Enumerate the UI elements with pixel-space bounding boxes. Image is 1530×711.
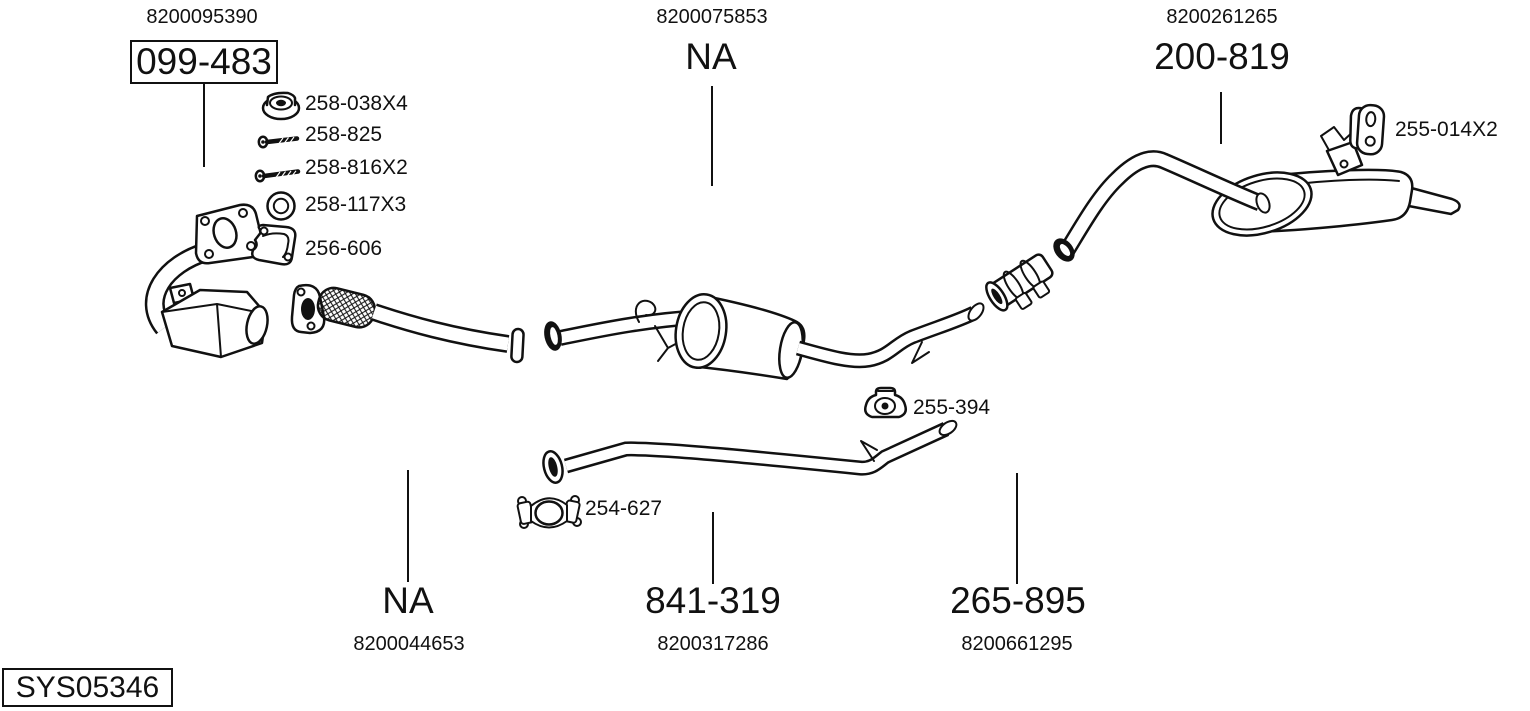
system-code-box: SYS05346 bbox=[2, 668, 173, 707]
oe-number-lower-right: 8200661295 bbox=[961, 633, 1073, 655]
hardware-ref-flange-gasket: 256-606 bbox=[305, 237, 383, 260]
clamp-joint-drawing bbox=[985, 253, 1054, 312]
part-ref-lower-left: NA bbox=[382, 580, 434, 621]
oe-number-lower-left: 8200044653 bbox=[353, 633, 465, 655]
part-ref-front: 099-483 bbox=[136, 41, 272, 82]
hardware-ref-bolt-long: 258-816X2 bbox=[305, 156, 408, 179]
front-pipe-catalyst-drawing bbox=[144, 203, 525, 364]
mounting-ref-hanger: 255-014X2 bbox=[1395, 118, 1498, 141]
part-ref-lower-right: 265-895 bbox=[950, 580, 1086, 621]
part-ref-lower-center: 841-319 bbox=[645, 580, 781, 621]
oe-number-lower-center: 8200317286 bbox=[657, 633, 769, 655]
part-ref-front-box: 099-483 bbox=[130, 40, 278, 84]
intermediate-pipe-drawing bbox=[542, 419, 958, 484]
gasket-ring-icon bbox=[266, 191, 296, 221]
oe-number-center: 8200075853 bbox=[656, 6, 768, 28]
part-ref-rear: 200-819 bbox=[1154, 36, 1290, 77]
hardware-ref-bolt-short: 258-825 bbox=[305, 123, 383, 146]
center-muffler-drawing bbox=[544, 292, 985, 381]
rear-muffler-drawing bbox=[1053, 126, 1461, 262]
mounting-ref-clamp: 254-627 bbox=[585, 497, 663, 520]
part-ref-center: NA bbox=[685, 36, 737, 77]
oe-number-rear: 8200261265 bbox=[1166, 6, 1278, 28]
leader-lines bbox=[203, 84, 1222, 584]
mounting-ref-mount: 255-394 bbox=[913, 396, 991, 419]
hardware-ref-gasket-ring: 258-117X3 bbox=[305, 193, 407, 216]
rubber-mount-icon bbox=[864, 386, 907, 419]
oe-number-front: 8200095390 bbox=[146, 6, 258, 28]
hardware-ref-nut: 258-038X4 bbox=[305, 92, 408, 115]
bolt-long-icon bbox=[254, 169, 301, 183]
bolt-short-icon bbox=[257, 135, 300, 149]
flange-gasket-icon bbox=[251, 223, 297, 266]
pipe-clamp-icon bbox=[516, 495, 582, 529]
system-code: SYS05346 bbox=[15, 670, 160, 704]
flange-nut-icon bbox=[261, 91, 301, 121]
rubber-hanger-icon bbox=[1349, 103, 1386, 156]
